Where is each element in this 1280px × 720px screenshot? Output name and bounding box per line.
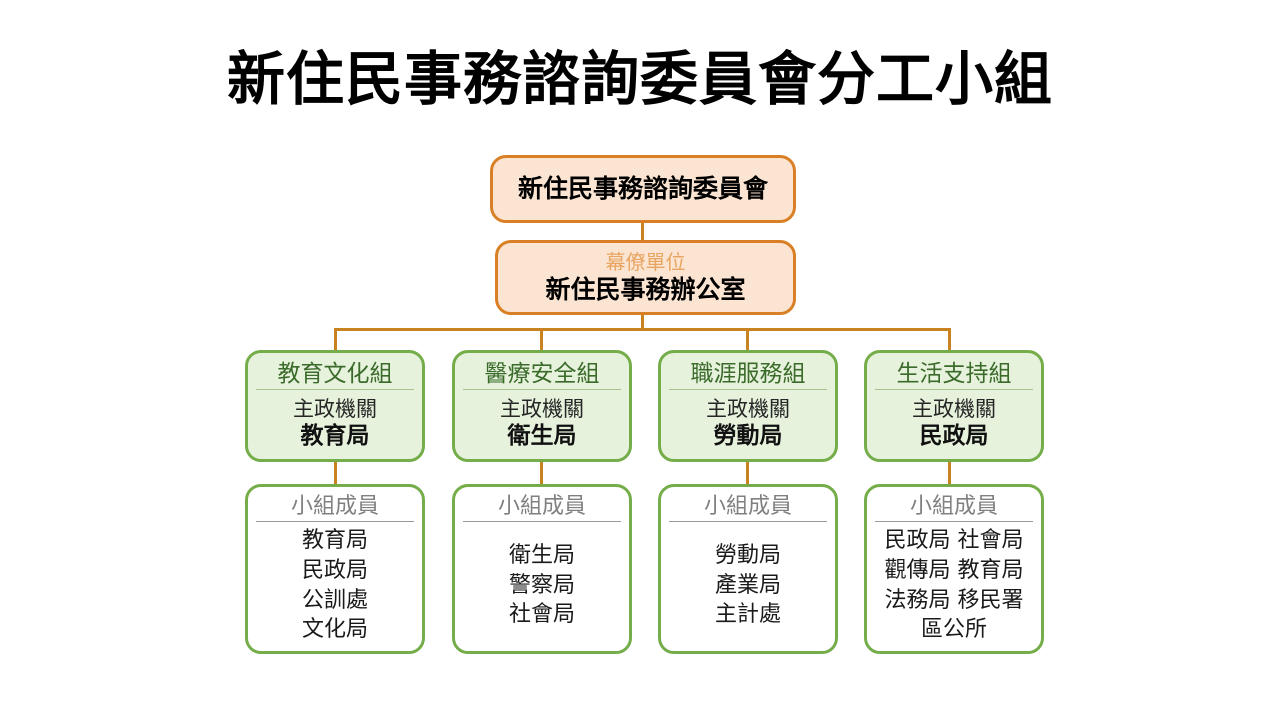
list-item: 文化局: [301, 617, 368, 643]
group-1-body: 主政機關 教育局: [248, 390, 422, 459]
group-1-lead-label: 主政機關: [293, 397, 377, 421]
group-3-lead-label: 主政機關: [706, 397, 790, 421]
members-3-divider: [669, 521, 827, 522]
list-item: 衛生局: [508, 542, 575, 568]
group-1-divider: [256, 389, 414, 390]
group-4-name: 生活支持組: [896, 361, 1012, 387]
members-3-header: 小組成員: [703, 494, 792, 519]
committee-name: 新住民事務諮詢委員會: [517, 173, 768, 203]
node-members-2[interactable]: 小組成員 衛生局 警察局 社會局: [452, 484, 632, 654]
connector-group-3-to-members: [746, 462, 749, 484]
staff-office-kicker: 幕僚單位: [605, 250, 686, 275]
group-1-name: 教育文化組: [277, 361, 393, 387]
page-title: 新住民事務諮詢委員會分工小組: [226, 45, 1053, 113]
group-3-divider: [669, 389, 827, 390]
node-members-4[interactable]: 小組成員 民政局 社會局 觀傳局 教育局 法務局 移民署 區公所: [864, 484, 1044, 654]
connector-bus-drop-2: [540, 328, 543, 351]
members-4-list: 民政局 社會局 觀傳局 教育局 法務局 移民署 區公所: [867, 522, 1041, 651]
list-item: 勞動局: [714, 542, 781, 568]
list-item: 警察局: [508, 572, 575, 598]
node-members-1[interactable]: 小組成員 教育局 民政局 公訓處 文化局: [245, 484, 425, 654]
node-group-2[interactable]: 醫療安全組 主政機關 衛生局: [452, 350, 632, 462]
group-3-body: 主政機關 勞動局: [661, 390, 835, 459]
group-3-lead-agency: 勞動局: [713, 423, 783, 450]
list-item: 社會局: [508, 602, 575, 628]
group-4-lead-agency: 民政局: [919, 423, 989, 450]
group-4-divider: [875, 389, 1033, 390]
connector-committee-to-staff: [641, 223, 644, 241]
members-1-divider: [256, 521, 414, 522]
members-3-list: 勞動局 產業局 主計處: [661, 522, 835, 651]
members-2-divider: [463, 521, 621, 522]
list-item: 公訓處: [301, 587, 368, 613]
group-2-lead-label: 主政機關: [500, 397, 584, 421]
members-2-list: 衛生局 警察局 社會局: [455, 522, 629, 651]
node-members-3[interactable]: 小組成員 勞動局 產業局 主計處: [658, 484, 838, 654]
node-committee[interactable]: 新住民事務諮詢委員會: [490, 155, 796, 223]
members-4-header: 小組成員: [909, 494, 998, 519]
list-item: 民政局 社會局: [884, 528, 1024, 554]
group-3-name: 職涯服務組: [690, 361, 806, 387]
members-2-header: 小組成員: [497, 494, 586, 519]
list-item: 民政局: [301, 557, 368, 583]
members-1-list: 教育局 民政局 公訓處 文化局: [248, 522, 422, 651]
list-item: 區公所: [920, 617, 987, 643]
node-group-3[interactable]: 職涯服務組 主政機關 勞動局: [658, 350, 838, 462]
group-1-lead-agency: 教育局: [300, 423, 370, 450]
group-2-body: 主政機關 衛生局: [455, 390, 629, 459]
list-item: 觀傳局 教育局: [884, 557, 1024, 583]
members-1-header: 小組成員: [290, 494, 379, 519]
list-item: 法務局 移民署: [884, 587, 1024, 613]
node-staff-office[interactable]: 幕僚單位 新住民事務辦公室: [495, 240, 796, 315]
connector-bus-horizontal: [334, 328, 951, 331]
connector-group-2-to-members: [540, 462, 543, 484]
node-group-1[interactable]: 教育文化組 主政機關 教育局: [245, 350, 425, 462]
connector-group-4-to-members: [948, 462, 951, 484]
group-4-lead-label: 主政機關: [912, 397, 996, 421]
list-item: 教育局: [301, 528, 368, 554]
connector-group-1-to-members: [334, 462, 337, 484]
group-2-lead-agency: 衛生局: [507, 423, 577, 450]
group-2-name: 醫療安全組: [484, 361, 600, 387]
connector-staff-to-bus: [641, 315, 644, 330]
list-item: 主計處: [714, 602, 781, 628]
group-4-body: 主政機關 民政局: [867, 390, 1041, 459]
members-4-divider: [875, 521, 1033, 522]
connector-bus-drop-3: [746, 328, 749, 351]
list-item: 產業局: [714, 572, 781, 598]
staff-office-name: 新住民事務辦公室: [545, 275, 746, 305]
connector-bus-drop-1: [334, 328, 337, 351]
group-2-divider: [463, 389, 621, 390]
node-group-4[interactable]: 生活支持組 主政機關 民政局: [864, 350, 1044, 462]
connector-bus-drop-4: [948, 328, 951, 351]
